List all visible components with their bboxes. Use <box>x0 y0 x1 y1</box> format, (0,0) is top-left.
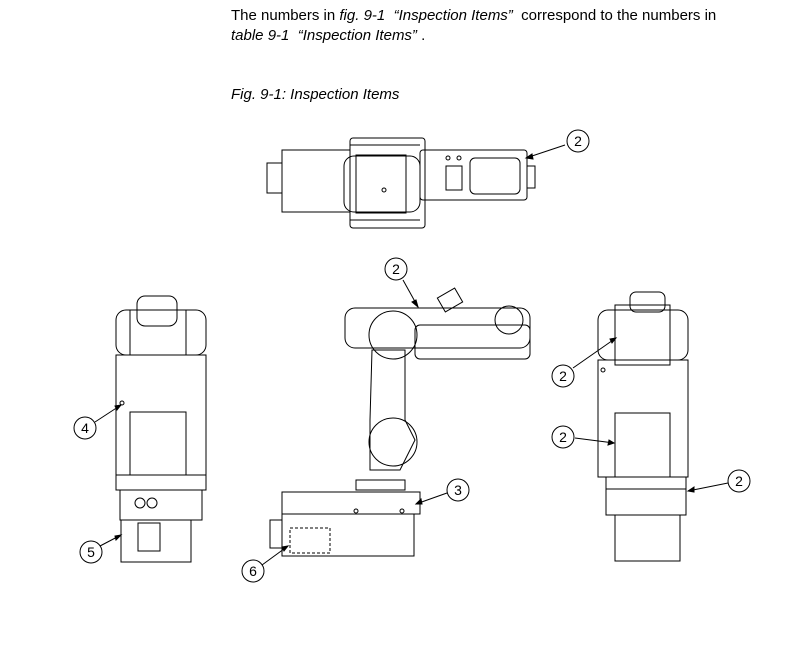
table-reference: table 9-1 <box>231 27 290 44</box>
callout-label: 5 <box>87 544 95 560</box>
robot-right-view <box>597 291 689 562</box>
callout-left-4: 4 <box>73 404 123 440</box>
callout-label: 4 <box>81 420 89 436</box>
callout-left-5: 5 <box>79 534 123 564</box>
callout-label: 2 <box>559 429 567 445</box>
callout-side-6: 6 <box>241 545 290 583</box>
callout-right-2-lower: 2 <box>686 469 751 493</box>
intro-paragraph: The numbers in fig. 9-1 “Inspection Item… <box>231 6 791 46</box>
callout-label: 6 <box>249 563 257 579</box>
intro-end: . <box>416 27 426 44</box>
figure-caption: Fig. 9-1: Inspection Items <box>231 86 400 103</box>
callout-label: 2 <box>392 261 400 277</box>
callout-side-3: 3 <box>414 478 470 505</box>
callout-side-2: 2 <box>384 257 419 309</box>
callout-label: 2 <box>574 133 582 149</box>
callout-right-2-middle: 2 <box>551 425 616 449</box>
robot-left-view <box>115 295 207 563</box>
intro-text-1: The numbers in <box>231 7 340 24</box>
robot-side-view <box>269 287 531 557</box>
fig-reference: fig. 9-1 <box>339 7 386 24</box>
callout-label: 3 <box>454 482 462 498</box>
callout-right-2-upper: 2 <box>551 337 618 388</box>
table-title-reference: “Inspection Items” <box>297 27 417 44</box>
robot-top-view <box>266 137 536 229</box>
intro-text-2: correspond to the numbers in <box>516 7 717 24</box>
callout-label: 2 <box>735 473 743 489</box>
fig-title-reference: “Inspection Items” <box>393 7 513 24</box>
callout-top-2: 2 <box>524 129 590 160</box>
callout-label: 2 <box>559 368 567 384</box>
